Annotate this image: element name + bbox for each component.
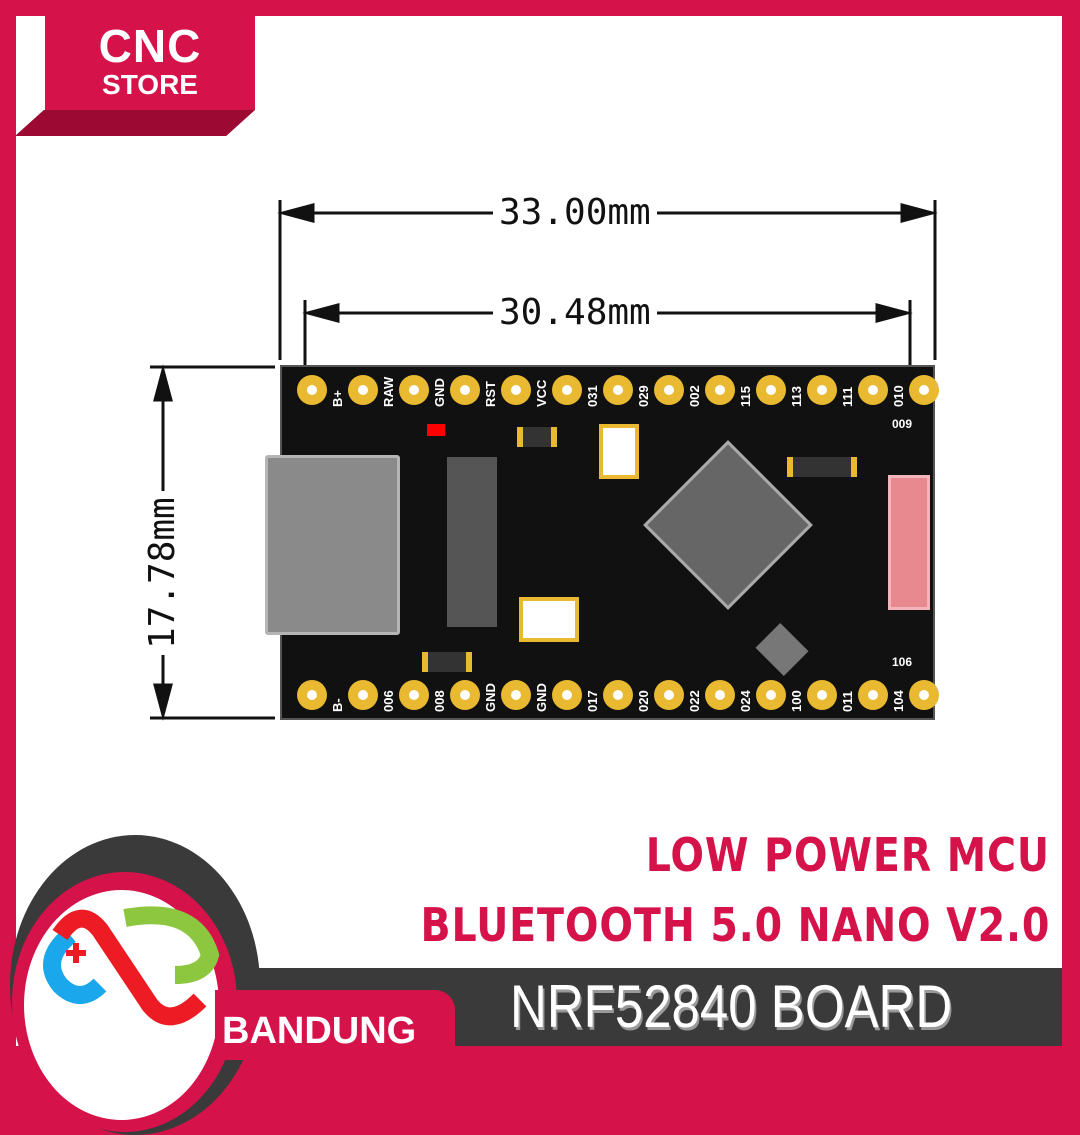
pin-pad <box>297 375 327 405</box>
corner-pin-label-bottom: 106 <box>892 655 913 669</box>
product-name: NRF52840 BOARD <box>510 973 953 1040</box>
infinity-logo-icon <box>43 906 220 1026</box>
button <box>599 424 639 479</box>
smd-part <box>422 652 472 672</box>
pin-pad <box>705 375 735 405</box>
logo-line2: STORE <box>102 69 198 100</box>
pin-pad <box>348 375 378 405</box>
pin-pad <box>399 680 429 710</box>
pin-pad <box>756 680 786 710</box>
led <box>427 424 445 436</box>
pin-pad <box>399 375 429 405</box>
pin-pad <box>909 680 939 710</box>
dimension-pin-width: 30.48mm <box>493 292 657 333</box>
pin-pad <box>603 680 633 710</box>
pin-pad <box>450 375 480 405</box>
pin-pad <box>603 375 633 405</box>
pin-pad <box>807 680 837 710</box>
pin-pad <box>348 680 378 710</box>
antenna-connector <box>888 475 930 610</box>
corner-pin-label-top: 009 <box>892 417 913 431</box>
city-tab <box>215 990 455 1060</box>
pin-pad <box>297 680 327 710</box>
switch <box>519 597 579 642</box>
pin-pad <box>705 680 735 710</box>
city-label: BANDUNG <box>222 1010 417 1052</box>
store-logo: CNC STORE <box>45 15 255 110</box>
pin-pad <box>858 680 888 710</box>
pin-pad <box>858 375 888 405</box>
smd-part <box>787 457 857 477</box>
usb-c-connector <box>265 455 400 635</box>
pin-pad <box>552 680 582 710</box>
headline-line2: BLUETOOTH 5.0 NANO V2.0 <box>420 898 1050 952</box>
smd-part <box>517 427 557 447</box>
logo-line1: CNC <box>98 20 202 72</box>
pin-pad <box>501 680 531 710</box>
pin-pad <box>654 680 684 710</box>
pin-pad <box>552 375 582 405</box>
pin-pad <box>654 375 684 405</box>
pin-pad <box>450 680 480 710</box>
dimension-outer-width: 33.00mm <box>493 192 657 233</box>
pin-pad <box>807 375 837 405</box>
pin-pad <box>909 375 939 405</box>
pin-pad <box>756 375 786 405</box>
regulator <box>447 457 497 627</box>
headline-line1: LOW POWER MCU <box>645 828 1050 882</box>
logo-shadow <box>15 110 255 136</box>
pin-pad <box>501 375 531 405</box>
